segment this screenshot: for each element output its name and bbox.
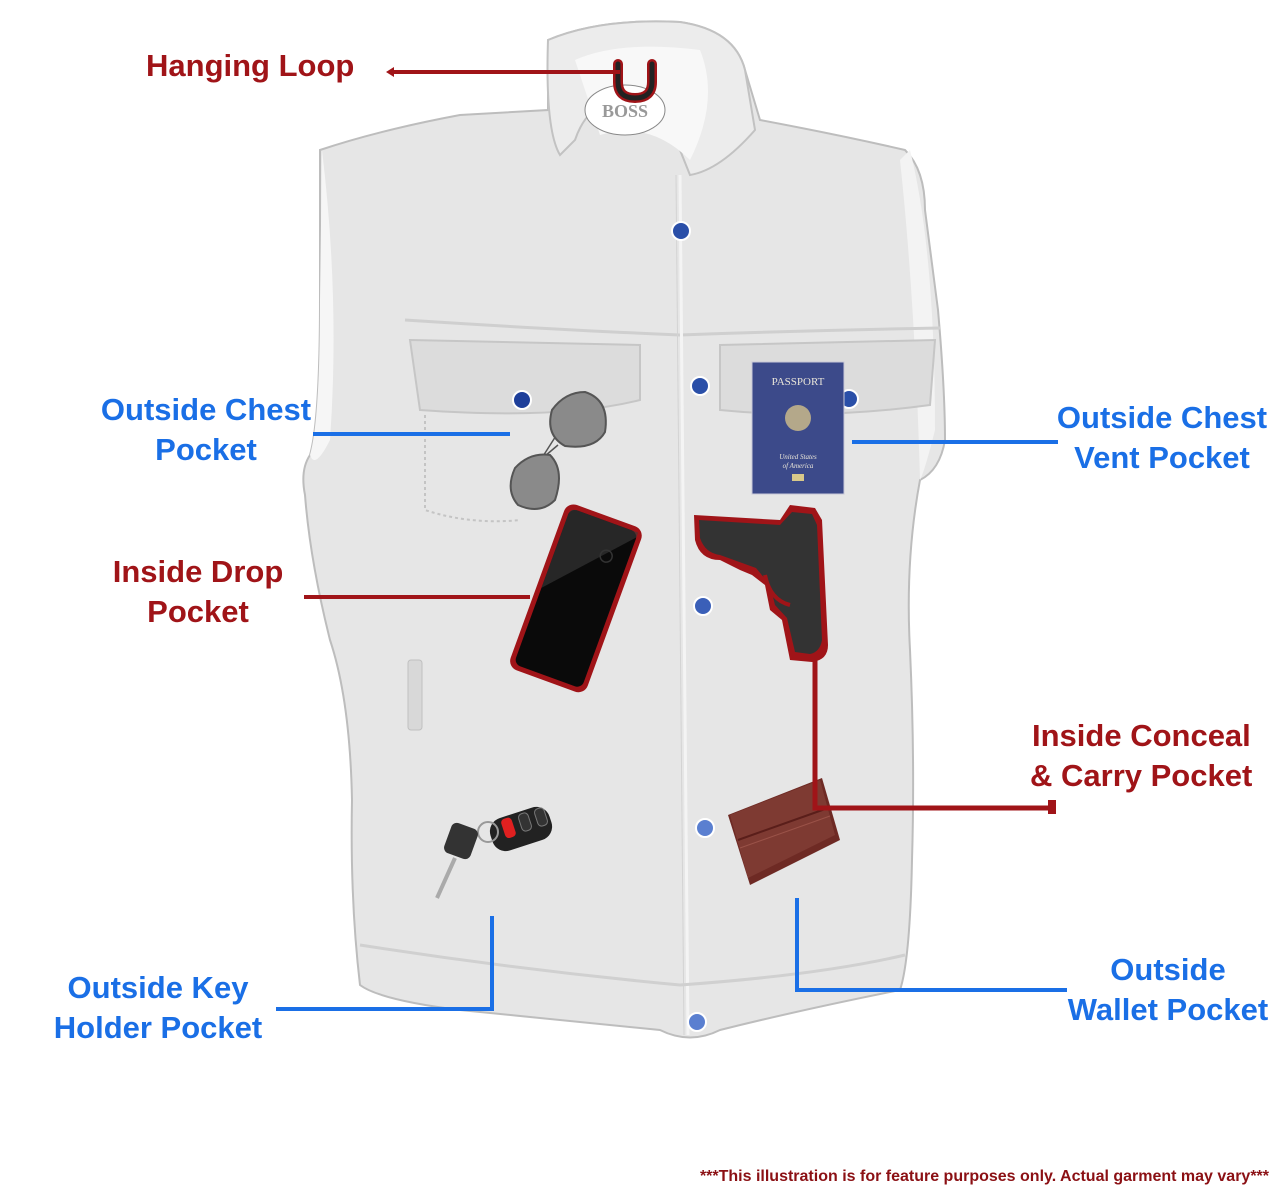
label-outside-wallet-pocket: Outside Wallet Pocket (1054, 950, 1282, 1030)
label-inside-drop-pocket: Inside Drop Pocket (98, 552, 298, 632)
label-line: Pocket (147, 594, 249, 629)
label-line: Wallet Pocket (1067, 992, 1269, 1027)
label-line: Outside Key (67, 970, 249, 1005)
snap-buttons (512, 221, 859, 1032)
disclaimer-text: ***This illustration is for feature purp… (699, 1168, 1269, 1185)
svg-text:of America: of America (783, 462, 814, 470)
label-line: Pocket (155, 432, 257, 467)
label-outside-key-holder-pocket: Outside Key Holder Pocket (40, 968, 276, 1048)
label-line: Outside Chest (1056, 400, 1268, 435)
label-line: & Carry Pocket (1030, 758, 1253, 793)
hanging-loop-icon (613, 59, 657, 104)
label-line: Holder Pocket (53, 1010, 263, 1045)
label-outside-chest-pocket: Outside Chest Pocket (88, 390, 324, 470)
label-line: Hanging Loop (146, 48, 355, 83)
passport-icon: PASSPORT United States of America (751, 361, 845, 495)
label-line: Inside Conceal (1032, 718, 1251, 753)
label-line: Vent Pocket (1074, 440, 1250, 475)
label-line: Inside Drop (112, 554, 284, 589)
phone-icon (510, 504, 642, 693)
car-keys-icon (435, 806, 553, 899)
wallet-icon (728, 778, 840, 885)
label-outside-chest-vent-pocket: Outside Chest Vent Pocket (1044, 398, 1280, 478)
label-inside-conceal-carry-pocket: Inside Conceal & Carry Pocket (1030, 716, 1252, 796)
callout-lines (276, 67, 1067, 1011)
pistol-icon (694, 505, 828, 662)
svg-text:PASSPORT: PASSPORT (772, 376, 825, 388)
label-line: Outside (1110, 952, 1226, 987)
svg-text:United States: United States (779, 453, 817, 461)
brand-tag-text: BOSS (602, 101, 648, 121)
sunglasses-icon (509, 390, 607, 510)
label-hanging-loop: Hanging Loop (146, 46, 354, 86)
label-line: Outside Chest (100, 392, 312, 427)
